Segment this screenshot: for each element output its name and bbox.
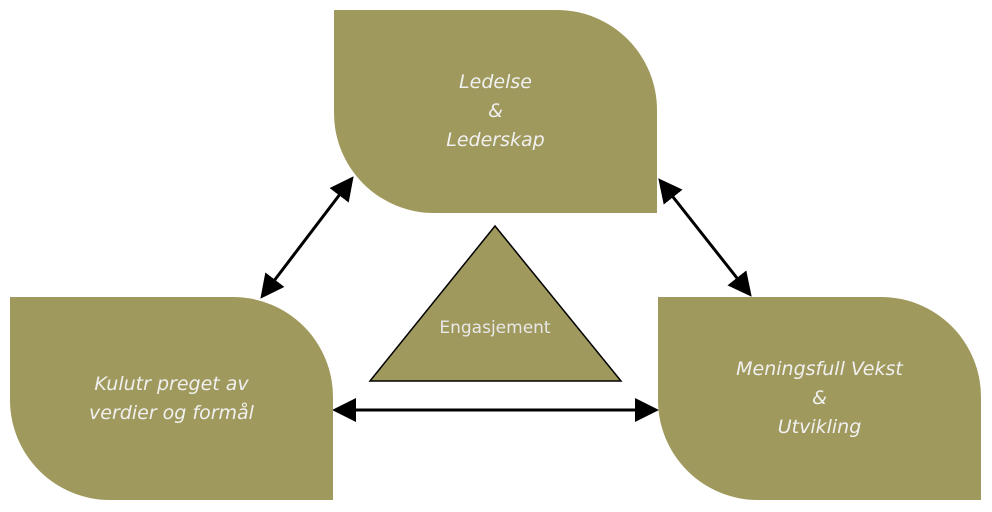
node-text: & xyxy=(812,387,827,409)
node-text: Ledelse xyxy=(459,71,532,93)
engagement-label: Engasjement xyxy=(439,318,551,338)
node-ledelse: Ledelse & Lederskap xyxy=(334,10,657,213)
node-text: Lederskap xyxy=(446,129,545,151)
node-vekst: Meningsfull Vekst & Utvikling xyxy=(658,297,981,500)
node-text: & xyxy=(488,100,503,122)
node-text: Kulutr preget av xyxy=(94,372,249,395)
node-text: Meningsfull Vekst xyxy=(736,358,903,380)
node-text: Utvikling xyxy=(777,416,862,438)
arrow-top-left xyxy=(260,176,354,299)
node-kultur: Kulutr preget av verdier og formål xyxy=(10,297,333,500)
engagement-triangle xyxy=(368,224,623,382)
arrow-top-right xyxy=(658,178,752,297)
node-text: verdier og formål xyxy=(89,401,254,424)
